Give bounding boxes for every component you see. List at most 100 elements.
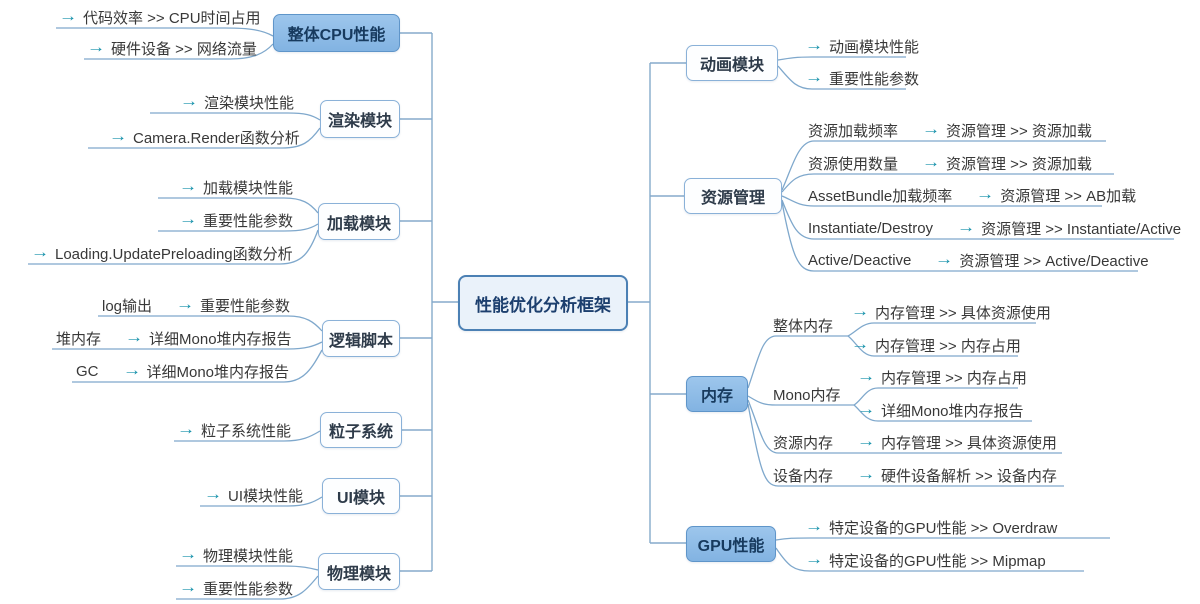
arrow-icon: → [850,336,870,353]
leaf-prefix: GC [76,362,99,380]
leaf-label: 重要性能参数 [203,212,294,230]
leaf-item[interactable]: → 渲染模块性能 [180,92,295,112]
branch-node-ui[interactable]: UI模块 [322,478,400,514]
leaf-label: 资源管理 >> AB加载 [1000,187,1137,205]
leaf-prefix: 堆内存 [56,330,102,348]
branch-node-resource[interactable]: 资源管理 [684,178,782,214]
leaf-item[interactable]: → 动画模块性能 [804,36,920,56]
arrow-icon: → [804,37,824,54]
leaf-label: 特定设备的GPU性能 >> Overdraw [829,519,1058,537]
branch-node-cpu[interactable]: 整体CPU性能 [273,14,400,52]
arrow-icon: → [178,546,198,563]
arrow-icon: → [856,401,876,418]
leaf-item[interactable]: AssetBundle加载频率 → 资源管理 >> AB加载 [808,185,1136,205]
arrow-icon: → [921,154,941,171]
arrow-icon: → [956,219,976,236]
leaf-item[interactable]: log输出 → 重要性能参数 [102,295,290,315]
arrow-icon: → [108,128,128,145]
arrow-icon: → [58,8,78,25]
central-topic[interactable]: 性能优化分析框架 [458,275,628,331]
branch-node-script[interactable]: 逻辑脚本 [322,320,400,357]
leaf-label: 加载模块性能 [203,179,294,197]
leaf-item[interactable]: → 内存管理 >> 内存占用 [857,367,1027,387]
leaf-item[interactable]: → 特定设备的GPU性能 >> Overdraw [804,517,1058,537]
arrow-icon: → [921,121,941,138]
arrow-icon: → [804,551,824,568]
leaf-item[interactable]: → Camera.Render函数分析 [108,127,300,147]
leaf-item[interactable]: → 内存管理 >> 具体资源使用 [851,302,1051,322]
branch-node-loading[interactable]: 加载模块 [318,203,400,240]
leaf-label: 渲染模块性能 [204,94,295,112]
leaf-label: 硬件设备解析 >> 设备内存 [881,467,1057,485]
subnode-label[interactable]: Mono内存 [773,384,841,404]
group-label: Mono内存 [773,386,841,404]
arrow-icon: → [122,362,141,379]
leaf-item[interactable]: → Loading.UpdatePreloading函数分析 [30,243,293,263]
leaf-item[interactable]: → 粒子系统性能 [176,420,292,440]
leaf-item[interactable]: → 重要性能参数 [805,68,920,88]
branch-node-memory[interactable]: 内存 [686,376,748,412]
arrow-icon: → [30,244,50,261]
leaf-item[interactable]: → 特定设备的GPU性能 >> Mipmap [804,550,1046,570]
leaf-label: 资源管理 >> 资源加载 [946,122,1092,140]
leaf-item[interactable]: → 内存管理 >> 内存占用 [850,335,1021,355]
arrow-icon: → [175,296,195,313]
leaf-label: 重要性能参数 [829,70,920,88]
leaf-label: 重要性能参数 [200,297,291,315]
leaf-label: 资源管理 >> 资源加载 [946,155,1092,173]
branch-node-gpu[interactable]: GPU性能 [686,526,776,562]
leaf-item[interactable]: Instantiate/Destroy → 资源管理 >> Instantiat… [808,218,1181,238]
leaf-item[interactable]: → 代码效率 >> CPU时间占用 [58,7,261,27]
leaf-label: 内存管理 >> 具体资源使用 [881,434,1057,452]
leaf-label: 详细Mono堆内存报告 [149,330,292,348]
leaf-item[interactable]: → 加载模块性能 [178,177,294,197]
leaf-label: 物理模块性能 [203,547,294,565]
leaf-label: 详细Mono堆内存报告 [881,402,1024,420]
leaf-prefix: 资源加载频率 [808,122,899,140]
arrow-icon: → [178,211,198,228]
arrow-icon: → [178,178,198,195]
arrow-icon: → [935,251,954,268]
leaf-label: 特定设备的GPU性能 >> Mipmap [829,552,1046,570]
leaf-label: 详细Mono堆内存报告 [146,363,290,381]
leaf-label: 重要性能参数 [203,580,294,598]
leaf-item[interactable]: → 物理模块性能 [178,545,294,565]
group-label: 整体内存 [773,317,834,335]
arrow-icon: → [178,579,198,596]
arrow-icon: → [856,466,876,483]
branch-node-physics[interactable]: 物理模块 [318,553,400,590]
leaf-item[interactable]: GC → 详细Mono堆内存报告 [76,361,289,381]
leaf-label: 内存管理 >> 内存占用 [875,337,1021,355]
leaf-item[interactable]: 资源加载频率 → 资源管理 >> 资源加载 [808,120,1092,140]
leaf-item[interactable]: → 重要性能参数 [178,578,294,598]
leaf-item[interactable]: → 硬件设备 >> 网络流量 [86,38,257,58]
branch-node-particle[interactable]: 粒子系统 [320,412,402,448]
arrow-icon: → [176,421,196,438]
leaf-label: 资源管理 >> Active/Deactive [959,252,1149,270]
branch-node-render[interactable]: 渲染模块 [320,100,400,138]
arrow-icon: → [804,518,824,535]
leaf-label: 动画模块性能 [829,38,920,56]
leaf-label: 资源管理 >> Instantiate/Active [981,220,1182,238]
leaf-prefix: 设备内存 [773,467,834,485]
leaf-label: 粒子系统性能 [201,422,292,440]
arrow-icon: → [976,186,995,203]
leaf-label: 内存管理 >> 具体资源使用 [875,304,1051,322]
leaf-item[interactable]: Active/Deactive → 资源管理 >> Active/Deactiv… [808,250,1149,270]
branch-node-animation[interactable]: 动画模块 [686,45,778,81]
leaf-prefix: Active/Deactive [808,251,912,269]
subnode-label[interactable]: 整体内存 [773,315,833,335]
leaf-item[interactable]: 设备内存 → 硬件设备解析 >> 设备内存 [773,465,1057,485]
arrow-icon: → [856,433,876,450]
arrow-icon: → [86,39,106,56]
leaf-item[interactable]: → 详细Mono堆内存报告 [856,400,1024,420]
leaf-item[interactable]: → 重要性能参数 [178,210,294,230]
leaf-label: UI模块性能 [228,487,304,505]
leaf-item[interactable]: 资源内存 → 内存管理 >> 具体资源使用 [773,432,1057,452]
leaf-label: 硬件设备 >> 网络流量 [111,40,257,58]
leaf-prefix: Instantiate/Destroy [808,219,934,237]
leaf-item[interactable]: 堆内存 → 详细Mono堆内存报告 [56,328,292,348]
leaf-item[interactable]: → UI模块性能 [204,485,304,505]
leaf-item[interactable]: 资源使用数量 → 资源管理 >> 资源加载 [808,153,1092,173]
